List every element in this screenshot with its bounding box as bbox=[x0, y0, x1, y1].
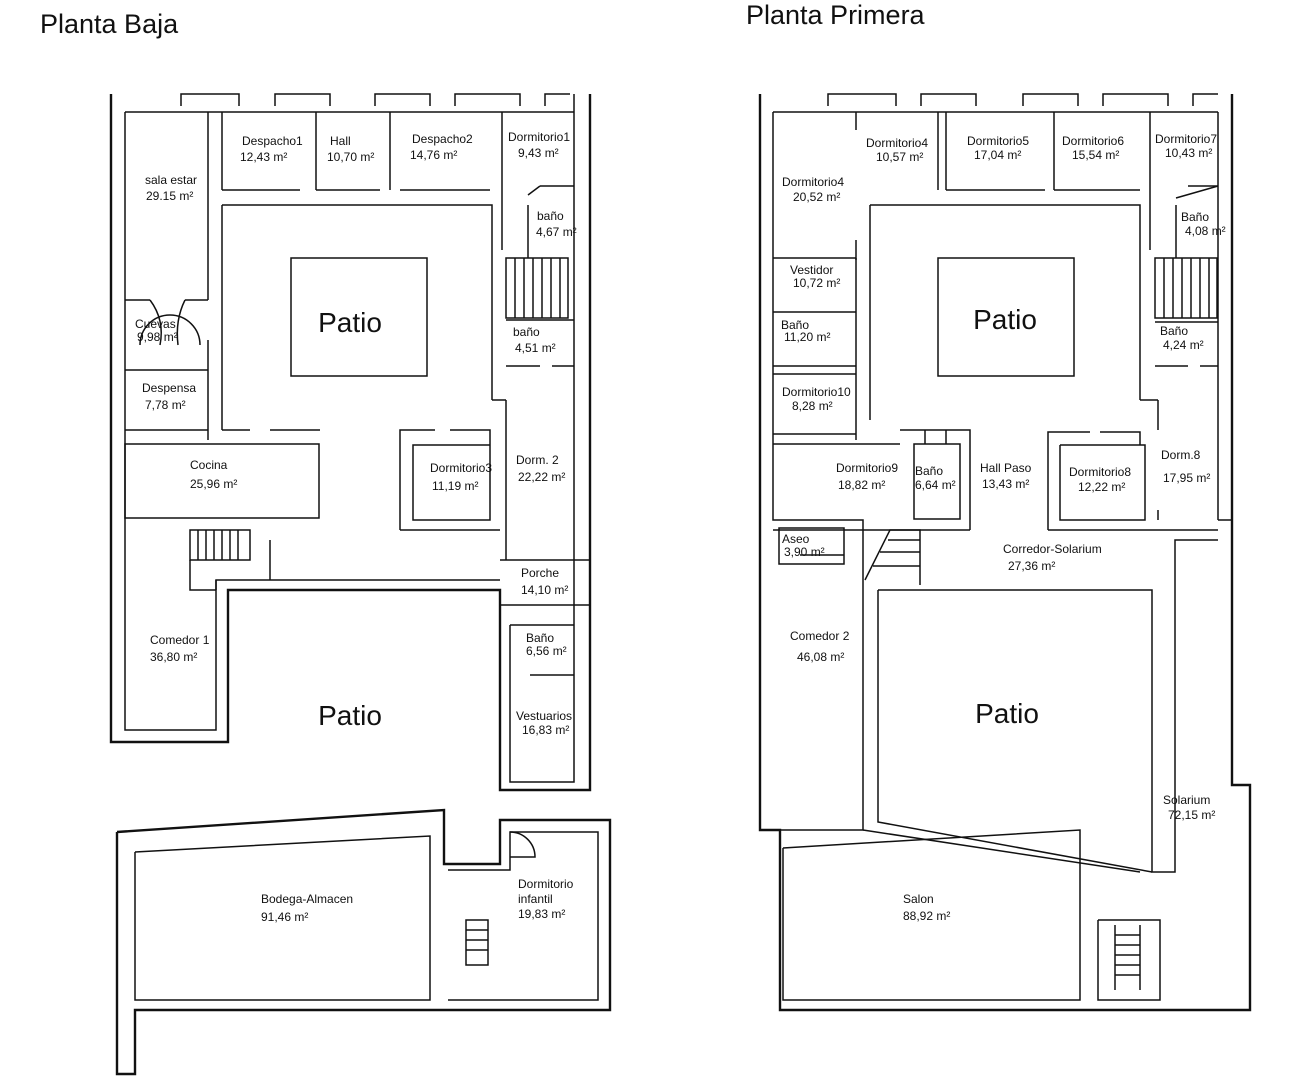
room-name: Comedor 1 bbox=[150, 633, 210, 647]
room-area: 14,76 m² bbox=[410, 148, 457, 162]
room-name: Cocina bbox=[190, 458, 228, 472]
room-area: 22,22 m² bbox=[518, 470, 565, 484]
first-floor-plan: Planta Primera bbox=[746, 0, 1252, 1012]
room-name: Corredor-Solarium bbox=[1003, 542, 1102, 556]
room-area: 4,08 m² bbox=[1185, 224, 1226, 238]
room-name: Solarium bbox=[1163, 793, 1210, 807]
stairs-east-first bbox=[1154, 257, 1218, 319]
room-area: 16,83 m² bbox=[522, 723, 569, 737]
room-area: 6,64 m² bbox=[915, 478, 956, 492]
room-name: Comedor 2 bbox=[790, 629, 850, 643]
stairs-west bbox=[189, 529, 251, 561]
room-name: Dormitorio4 bbox=[866, 136, 928, 150]
room-area: 15,54 m² bbox=[1072, 148, 1119, 162]
room-area: 10,57 m² bbox=[876, 150, 923, 164]
room-area: 4,67 m² bbox=[536, 225, 577, 239]
room-name: Dormitorio bbox=[518, 877, 574, 891]
room-name: Dormitorio8 bbox=[1069, 465, 1131, 479]
room-name: baño bbox=[537, 209, 564, 223]
room-area: 4,24 m² bbox=[1163, 338, 1204, 352]
patio-label-interior: Patio bbox=[318, 307, 382, 338]
ground-floor-title: Planta Baja bbox=[40, 9, 179, 39]
room-name: infantil bbox=[518, 892, 553, 906]
room-area: 29.15 m² bbox=[146, 189, 193, 203]
patio-label-exterior: Patio bbox=[975, 698, 1039, 729]
room-area: 17,95 m² bbox=[1163, 471, 1210, 485]
room-area: 14,10 m² bbox=[521, 583, 568, 597]
room-area: 17,04 m² bbox=[974, 148, 1021, 162]
first-floor-partitions bbox=[773, 112, 1219, 1001]
room-name: Dormitorio4 bbox=[782, 175, 844, 189]
room-name: Baño bbox=[915, 464, 943, 478]
room-name: Dormitorio1 bbox=[508, 130, 570, 144]
room-name: Hall Paso bbox=[980, 461, 1032, 475]
room-name: Cuevas bbox=[135, 317, 176, 331]
room-name: Porche bbox=[521, 566, 559, 580]
ground-floor-labels: Patio Patio sala estar 29.15 m² Despacho… bbox=[135, 130, 577, 924]
room-area: 11,20 m² bbox=[784, 330, 830, 344]
room-area: 6,56 m² bbox=[526, 644, 567, 658]
room-name: Dorm. 2 bbox=[516, 453, 559, 467]
stairs-east bbox=[505, 257, 569, 319]
room-name: Baño bbox=[781, 318, 809, 332]
room-name: Hall bbox=[330, 134, 351, 148]
room-name: Aseo bbox=[782, 532, 810, 546]
ground-floor-partitions bbox=[124, 112, 590, 676]
room-name: Baño bbox=[526, 631, 554, 645]
room-area: 91,46 m² bbox=[261, 910, 308, 924]
room-area: 46,08 m² bbox=[797, 650, 844, 664]
room-area: 7,78 m² bbox=[145, 398, 186, 412]
room-area: 10,70 m² bbox=[327, 150, 374, 164]
room-name: Dorm.8 bbox=[1161, 448, 1201, 462]
room-area: 10,72 m² bbox=[793, 276, 840, 290]
first-floor-title: Planta Primera bbox=[746, 0, 926, 30]
room-name: Dormitorio7 bbox=[1155, 132, 1217, 146]
room-area: 27,36 m² bbox=[1008, 559, 1055, 573]
patio-label-exterior: Patio bbox=[318, 700, 382, 731]
room-name: sala estar bbox=[145, 173, 197, 187]
first-floor-labels: Patio Patio Dormitorio4 10,57 m² Dormito… bbox=[781, 132, 1226, 923]
room-name: Despacho1 bbox=[242, 134, 303, 148]
room-area: 8,28 m² bbox=[792, 399, 833, 413]
room-area: 25,96 m² bbox=[190, 477, 237, 491]
room-area: 20,52 m² bbox=[793, 190, 840, 204]
room-name: Dormitorio10 bbox=[782, 385, 851, 399]
room-area: 12,22 m² bbox=[1078, 480, 1125, 494]
patio-label-interior: Patio bbox=[973, 304, 1037, 335]
room-name: Despensa bbox=[142, 381, 196, 395]
room-name: Dormitorio5 bbox=[967, 134, 1029, 148]
room-name: Dormitorio3 bbox=[430, 461, 492, 475]
room-area: 3,90 m² bbox=[784, 545, 825, 559]
room-area: 11,19 m² bbox=[432, 479, 478, 493]
room-area: 72,15 m² bbox=[1168, 808, 1215, 822]
ground-floor-walls bbox=[109, 93, 592, 792]
room-area: 13,43 m² bbox=[982, 477, 1029, 491]
room-name: Dormitorio6 bbox=[1062, 134, 1124, 148]
stairs-west-first bbox=[864, 529, 921, 585]
room-area: 18,82 m² bbox=[838, 478, 885, 492]
room-area: 9,98 m² bbox=[137, 330, 178, 344]
first-floor-walls bbox=[758, 93, 1252, 1012]
room-name: Dormitorio9 bbox=[836, 461, 898, 475]
room-area: 19,83 m² bbox=[518, 907, 565, 921]
room-area: 12,43 m² bbox=[240, 150, 287, 164]
room-name: Bodega-Almacen bbox=[261, 892, 353, 906]
room-area: 88,92 m² bbox=[903, 909, 950, 923]
ground-floor-plan: Planta Baja bbox=[40, 9, 612, 1076]
room-name: Baño bbox=[1181, 210, 1209, 224]
room-name: Vestuarios bbox=[516, 709, 572, 723]
room-area: 36,80 m² bbox=[150, 650, 197, 664]
room-area: 10,43 m² bbox=[1165, 146, 1212, 160]
room-name: baño bbox=[513, 325, 540, 339]
room-name: Vestidor bbox=[790, 263, 833, 277]
room-name: Salon bbox=[903, 892, 934, 906]
room-name: Baño bbox=[1160, 324, 1188, 338]
room-area: 9,43 m² bbox=[518, 146, 559, 160]
bodega-block bbox=[115, 808, 612, 1076]
room-name: Despacho2 bbox=[412, 132, 473, 146]
room-area: 4,51 m² bbox=[515, 341, 556, 355]
